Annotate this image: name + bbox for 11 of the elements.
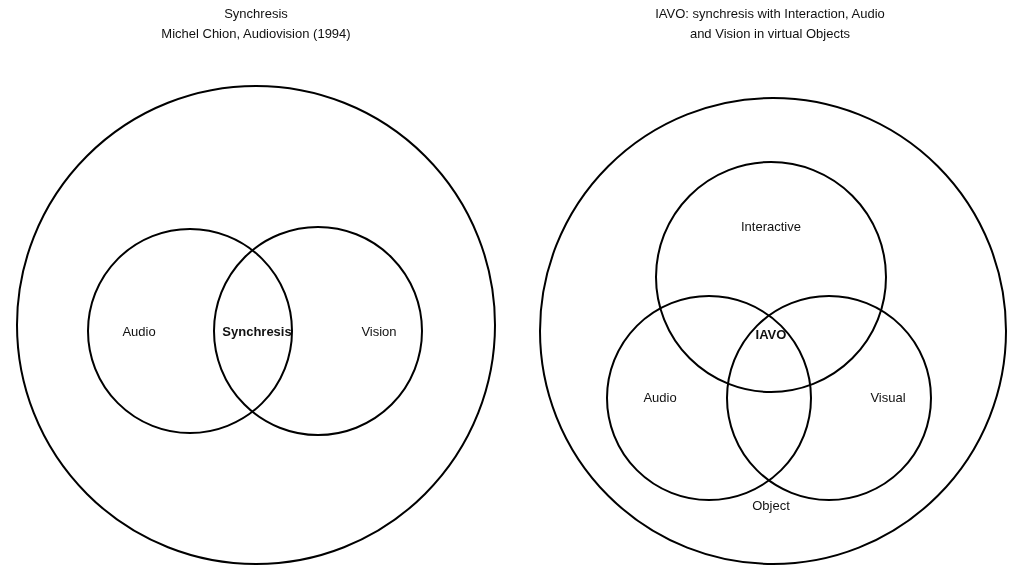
heading-text: IAVO: synchresis with Interaction, Audio and Vision in virtual Objects: [655, 5, 885, 43]
circle-label: Object: [752, 497, 790, 513]
circle-label: Visual: [870, 389, 906, 405]
subheading-text: Michel Chion, Audiovision (1994): [160, 25, 352, 43]
intersection-label: Synchresis: [221, 323, 293, 341]
heading-text: Synchresis: [223, 5, 289, 23]
circle-label: Vision: [361, 323, 397, 339]
circle-label: Interactive: [741, 218, 801, 234]
circle-label: Audio: [643, 389, 677, 405]
intersection-label: IAVO: [754, 326, 788, 344]
circle-label: Audio: [122, 323, 156, 339]
